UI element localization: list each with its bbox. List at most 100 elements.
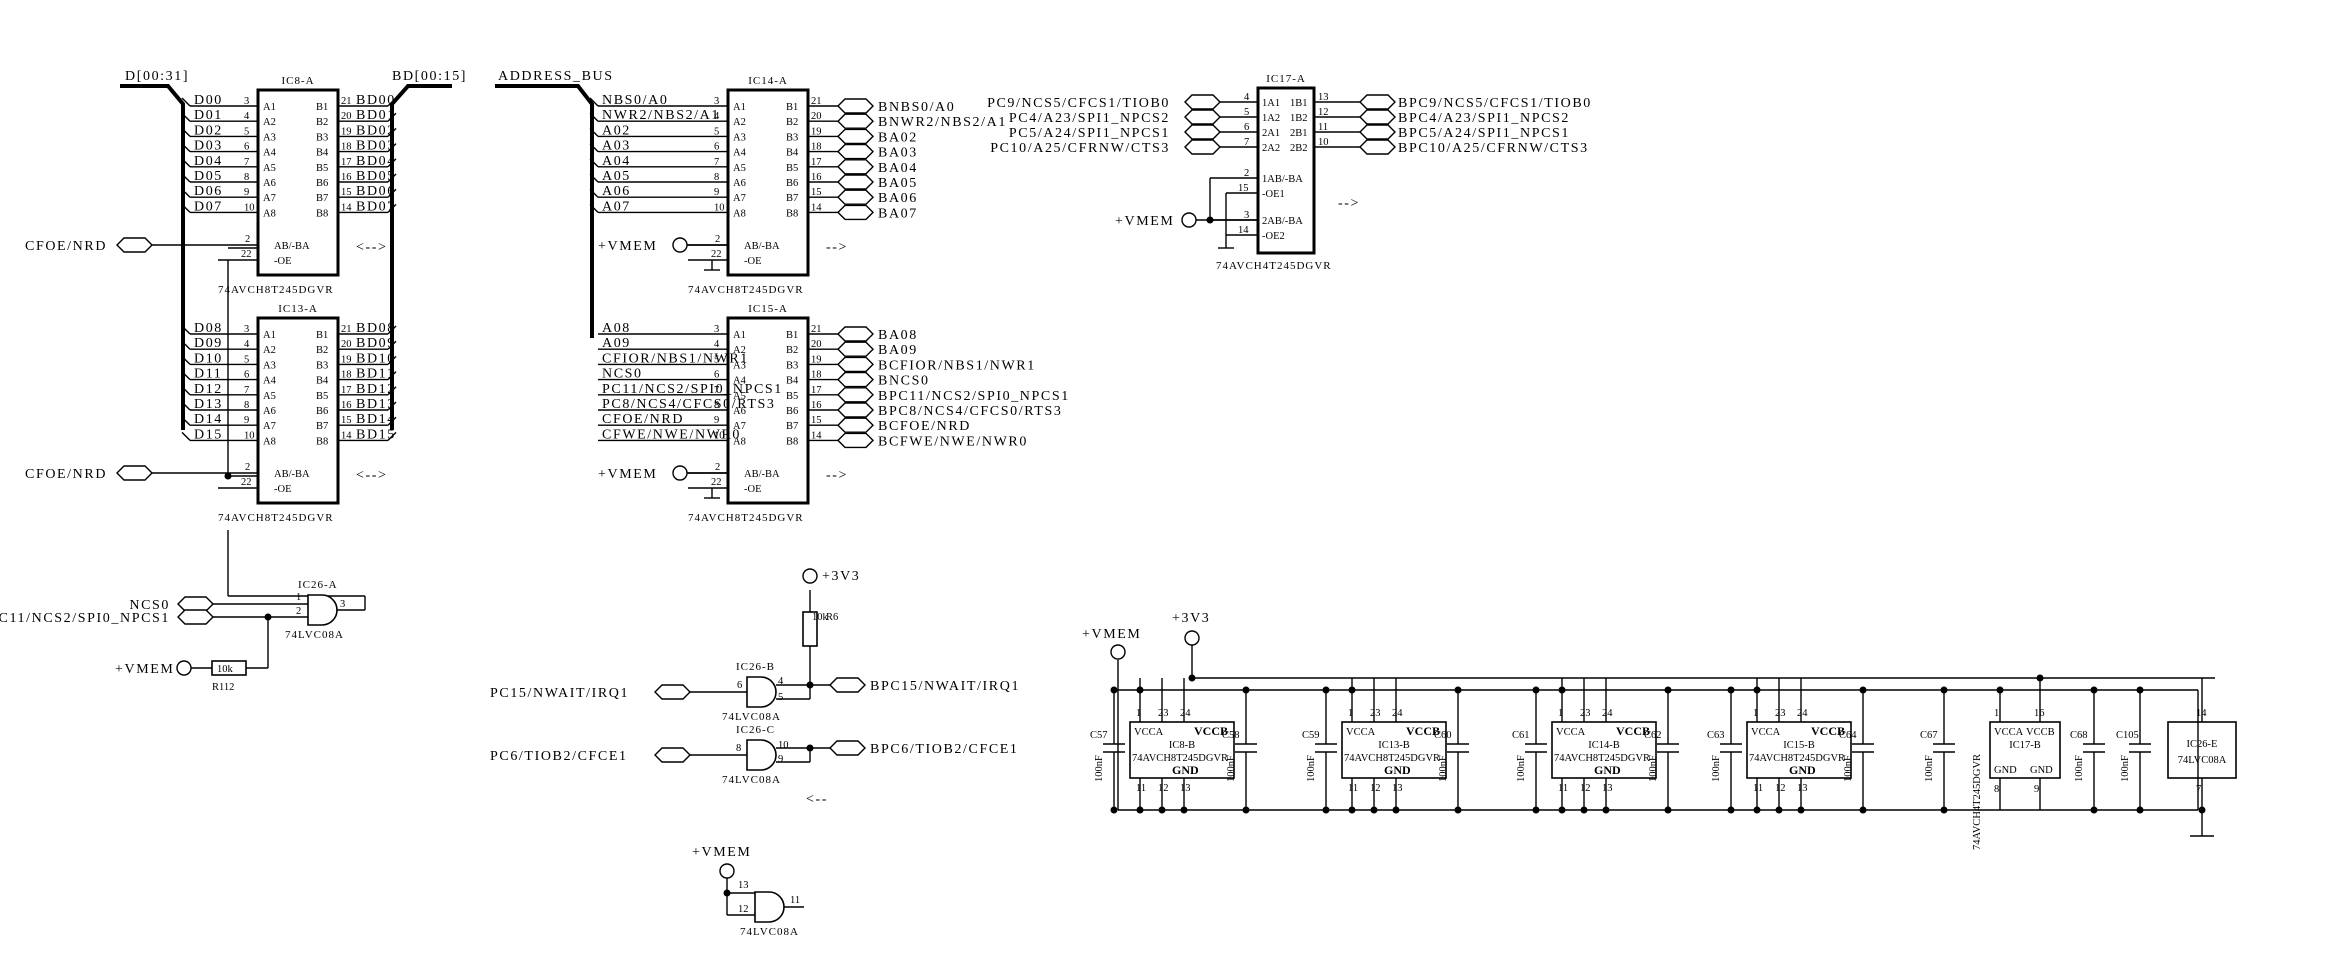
pin-number-a: 8: [714, 172, 719, 183]
ic14a-body: [726, 88, 810, 277]
pin-name-a: A6: [263, 406, 276, 417]
right-net-label: BNBS0/A0: [878, 100, 955, 115]
pin-name-a: A6: [263, 178, 276, 189]
pin-number-b: 16: [341, 172, 352, 183]
oe-pin-name: -OE: [744, 484, 762, 495]
pin-name-a: A4: [263, 376, 277, 387]
pin-number: 5: [1244, 107, 1249, 118]
pin-number-a: 6: [714, 370, 719, 381]
bus-entry: [387, 143, 397, 153]
pin-number: 8: [1994, 784, 1999, 795]
vmem-label: +VMEM: [115, 662, 174, 677]
dir-pin-name: AB/-BA: [744, 241, 780, 252]
junction-dot: [1180, 806, 1188, 814]
right-net-label: BPC4/A23/SPI1_NPCS2: [1398, 111, 1570, 126]
pin-number-b: 15: [341, 187, 352, 198]
pin-number: 12: [1580, 783, 1591, 794]
pin-name-a: A1: [263, 102, 276, 113]
junction-dot: [1859, 806, 1867, 814]
ic17a-ref: IC17-A: [1266, 73, 1306, 85]
cap-value: 100nF: [2120, 755, 2131, 782]
pin-name-b: B1: [786, 102, 798, 113]
dir-pin-name: AB/-BA: [744, 469, 780, 480]
pin-number: 23: [1158, 708, 1169, 719]
left-net-label: PC4/A23/SPI1_NPCS2: [1009, 111, 1170, 126]
ic17b-body: [1989, 721, 2061, 779]
cap-ref: C62: [1644, 730, 1662, 741]
left-net-label: PC5/A24/SPI1_NPCS1: [1009, 126, 1170, 141]
pin-number-b: 14: [811, 202, 822, 213]
right-net-label: BD04: [356, 154, 396, 169]
pin-name-b: B8: [316, 436, 328, 447]
vmem-supply-symbol: [672, 465, 688, 481]
bus-entry: [181, 127, 191, 137]
right-net-label: BA04: [878, 161, 918, 176]
dir-net-port: [116, 237, 153, 253]
pin-number-a: 9: [244, 415, 249, 426]
pin-name-b: B6: [786, 406, 798, 417]
right-net-port: [837, 98, 874, 114]
left-net-label: A08: [602, 321, 631, 336]
logic-gates: IC26-A74LVC08ANCS0PC11/NCS2/SPI0_NPCS112…: [0, 247, 1020, 938]
dir-pin-name: AB/-BA: [274, 469, 310, 480]
ic26b-gate: [746, 676, 777, 708]
pin-number: 3: [340, 599, 345, 610]
pin-number: 23: [1580, 708, 1591, 719]
junction-dot: [1580, 806, 1588, 814]
junction-dot: [2036, 674, 2044, 682]
left-net-label: A07: [602, 199, 631, 214]
junction-dot: [1242, 686, 1250, 694]
pin-name-b: B6: [786, 178, 798, 189]
junction-dot: [1454, 686, 1462, 694]
junction-dot: [1110, 686, 1118, 694]
ic17a-body: [1256, 86, 1316, 255]
right-net-label: BA06: [878, 191, 918, 206]
left-net-label: D00: [194, 93, 223, 108]
pin-number: 4: [778, 676, 784, 687]
pin-number: 24: [1602, 708, 1613, 719]
net-port: [177, 609, 214, 625]
pin-number-a: 10: [244, 430, 255, 441]
bus-entry: [181, 112, 191, 122]
pin-number: 1: [1753, 708, 1758, 719]
pin-name-a: A8: [733, 436, 746, 447]
dir-pin-number: 2: [245, 234, 250, 245]
ic26c-part: 74LVC08A: [722, 774, 781, 786]
junction-dot: [1940, 806, 1948, 814]
bus-entry: [589, 173, 599, 183]
bus-entry: [181, 416, 191, 426]
vmem-supply-symbol: [719, 863, 735, 879]
pin-number-b: 18: [811, 142, 822, 153]
pin-number: 23: [1370, 708, 1381, 719]
junction-dot: [1392, 806, 1400, 814]
power-ic-part: 74AVCH8T245DGVR: [1132, 753, 1228, 764]
pin-number-a: 7: [244, 385, 249, 396]
pin-number-a: 10: [714, 430, 725, 441]
net-port: [1359, 124, 1396, 140]
cap-ref: C61: [1512, 730, 1530, 741]
pin-name-b: B3: [316, 132, 328, 143]
right-net-label: BPC9/NCS5/CFCS1/TIOB0: [1398, 96, 1592, 111]
gate-output-label: BPC15/NWAIT/IRQ1: [870, 679, 1020, 694]
power-ic-part: 74AVCH8T245DGVR: [1749, 753, 1845, 764]
v33-label: +3V3: [1172, 611, 1210, 626]
junction-dot: [1242, 806, 1250, 814]
power-ic-ref: IC14-B: [1588, 740, 1620, 751]
bus-entry: [387, 158, 397, 168]
left-net-label: NWR2/NBS2/A1: [602, 108, 720, 123]
gate-input-label: PC11/NCS2/SPI0_NPCS1: [0, 611, 170, 626]
cap-value: 100nF: [1648, 755, 1659, 782]
pin-number: 13: [1180, 783, 1191, 794]
pin-name-a: A8: [263, 436, 276, 447]
pin-name-a: A2: [733, 117, 746, 128]
pin-number-b: 19: [811, 126, 822, 137]
vmem-label: +VMEM: [1082, 627, 1141, 642]
pin-name-a: A7: [733, 193, 746, 204]
ic26a-ref: IC26-A: [298, 579, 338, 591]
dir-net-label: +VMEM: [598, 467, 657, 482]
right-net-label: BCFOE/NRD: [878, 419, 971, 434]
d-bus-label: D[00:31]: [125, 69, 189, 84]
cap-value: 100nF: [1306, 755, 1317, 782]
pin-name-b: B4: [786, 148, 799, 159]
